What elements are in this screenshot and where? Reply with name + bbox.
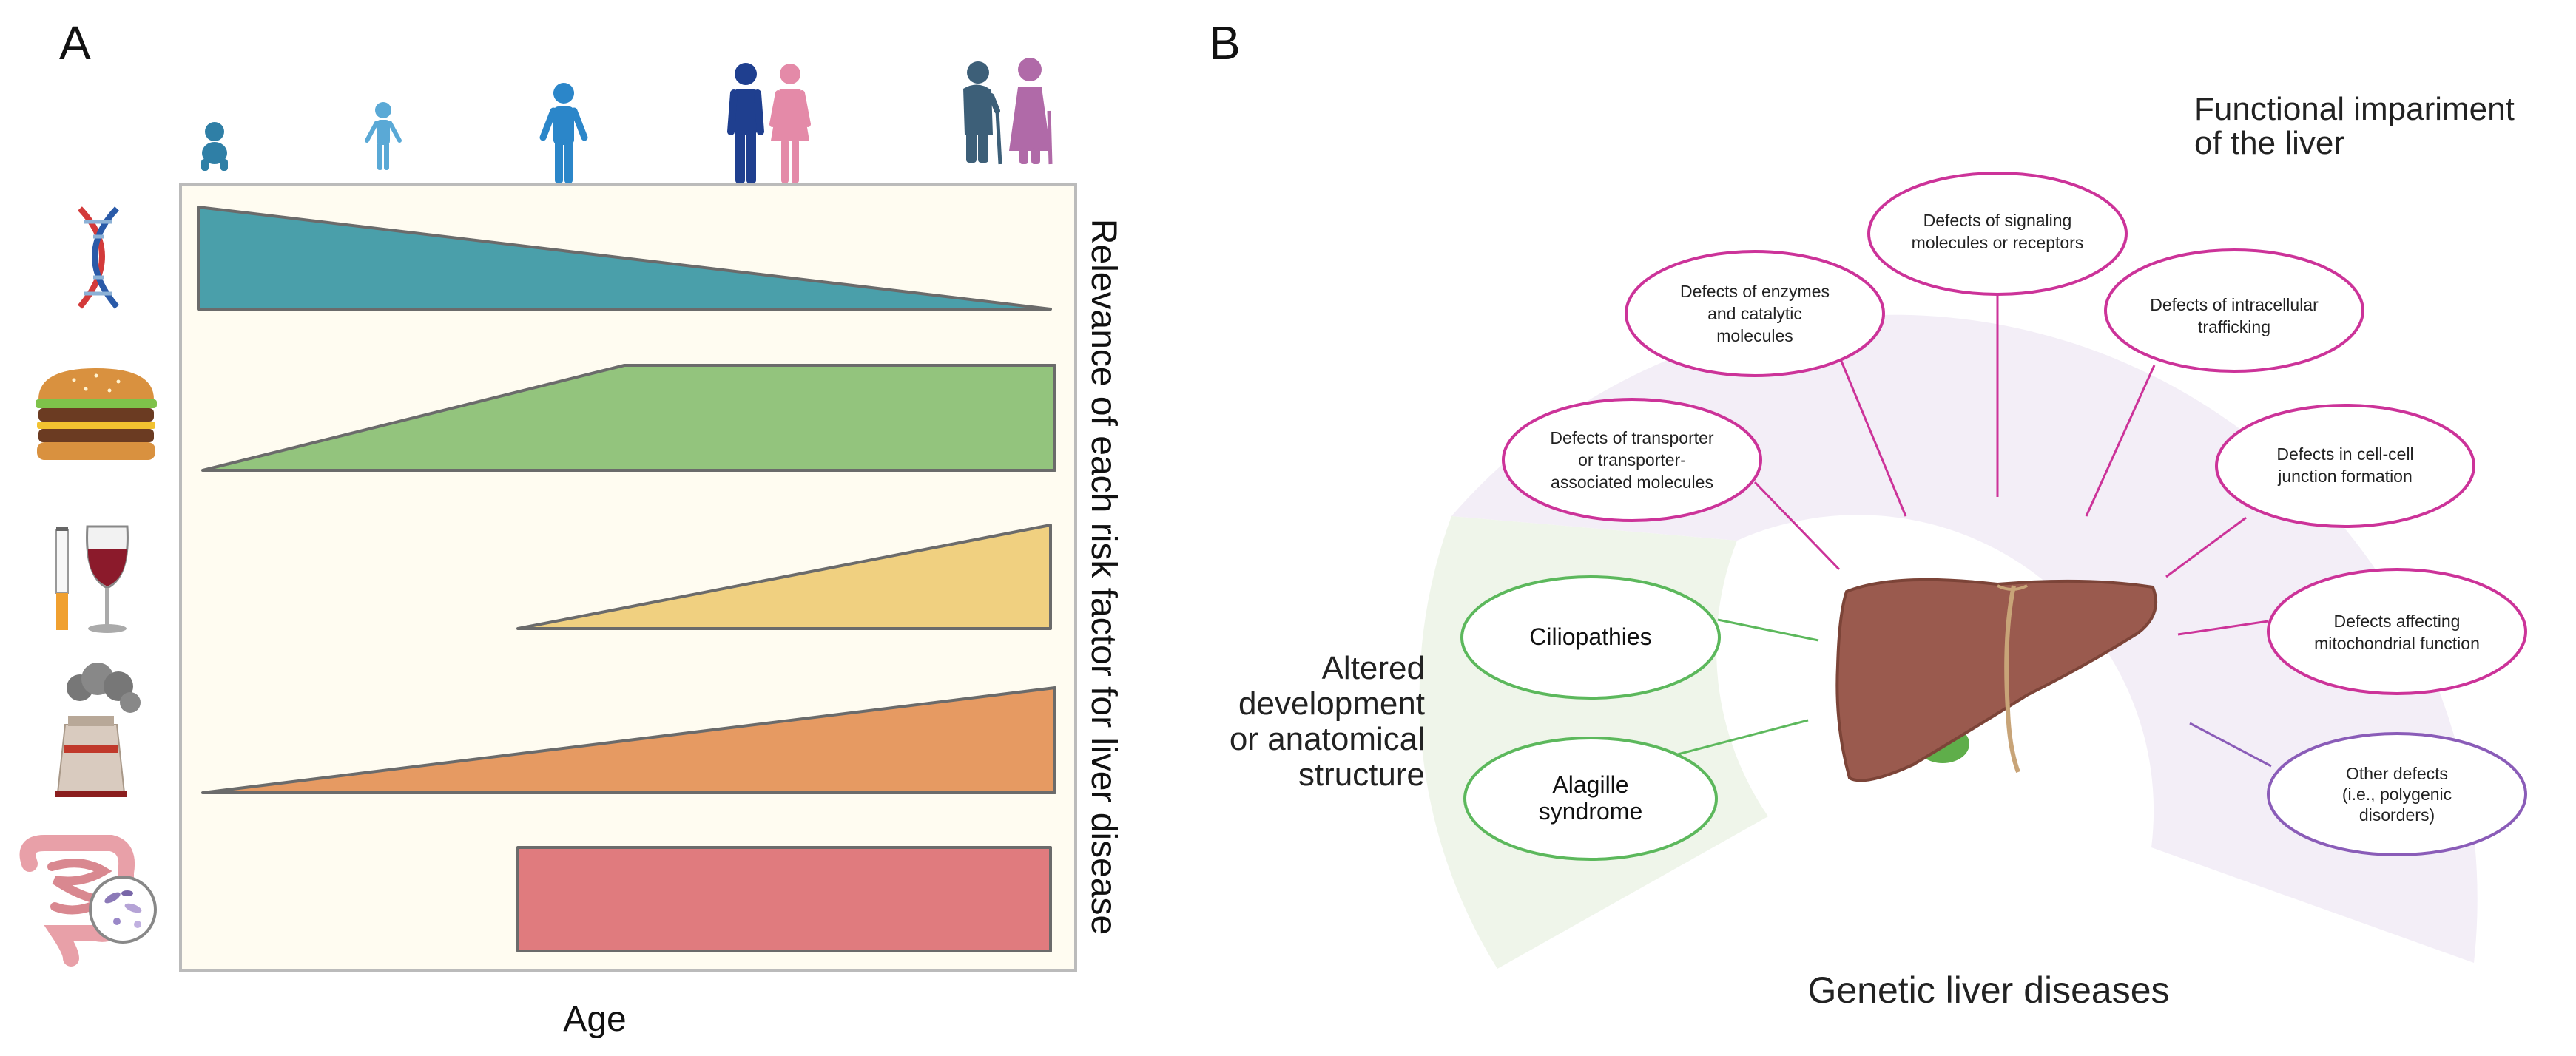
sector-left-label: Altered development or anatomical struct… bbox=[1230, 650, 1425, 793]
microbiome-risk-profile bbox=[516, 846, 1052, 952]
defect-transporter-line-2: or transporter- bbox=[1578, 450, 1686, 470]
y-axis-label: Relevance of each risk factor for liver … bbox=[1084, 219, 1123, 935]
sector-left-label-line-4: structure bbox=[1298, 757, 1425, 793]
sector-top-label: Functional impariment of the liver bbox=[2194, 91, 2515, 161]
panel-b: B Defects of transporter bbox=[1209, 16, 2527, 1011]
defect-trafficking: Defects of intracellular trafficking bbox=[2104, 248, 2364, 373]
defect-alagille-line-1: Alagille bbox=[1552, 771, 1628, 798]
adolescent-icon bbox=[539, 83, 588, 183]
diet-risk-profile bbox=[201, 364, 1056, 472]
defect-transporter: Defects of transporter or transporter- a… bbox=[1502, 398, 1762, 522]
defect-transporter-line-1: Defects of transporter bbox=[1550, 428, 1713, 447]
defect-cell-junction-line-1: Defects in cell-cell bbox=[2276, 444, 2413, 464]
functional-defects: Defects of transporter or transporter- a… bbox=[1502, 172, 2527, 695]
sector-top-label-line-1: Functional impariment bbox=[2194, 91, 2515, 127]
defect-signaling-line-1: Defects of signaling bbox=[1923, 211, 2072, 230]
factory-pollution-icon bbox=[55, 663, 141, 797]
sector-left-label-line-2: development bbox=[1238, 686, 1425, 722]
connector-lines bbox=[1677, 294, 2272, 768]
dna-icon bbox=[77, 206, 120, 309]
sector-top-label-line-2: of the liver bbox=[2194, 125, 2344, 161]
defect-cell-junction: Defects in cell-cell junction formation bbox=[2215, 404, 2475, 528]
defect-alagille-line-2: syndrome bbox=[1539, 798, 1643, 825]
defect-alagille: Alagille syndrome bbox=[1463, 737, 1718, 861]
gut-microbiome-icon bbox=[19, 835, 157, 967]
genetic-risk-profile bbox=[197, 206, 1052, 311]
defect-mitochondrial-line-2: mitochondrial function bbox=[2314, 634, 2480, 653]
panel-b-title: Genetic liver diseases bbox=[1807, 969, 2169, 1011]
burger-icon bbox=[36, 368, 157, 460]
risk-profiles bbox=[197, 206, 1056, 952]
defect-mitochondrial: Defects affecting mitochondrial function bbox=[2267, 568, 2527, 695]
x-axis-label: Age bbox=[563, 1000, 626, 1039]
child-icon bbox=[365, 102, 402, 170]
sector-left-label-line-1: Altered bbox=[1322, 650, 1425, 686]
elderly-couple-icon bbox=[963, 58, 1053, 165]
environmental-risk-profile bbox=[201, 686, 1056, 794]
infant-icon bbox=[201, 122, 228, 171]
defect-enzymes-line-3: molecules bbox=[1716, 326, 1793, 345]
panel-a-label: A bbox=[59, 16, 91, 70]
defect-other-line-3: disorders) bbox=[2359, 805, 2435, 825]
alcohol-smoking-risk-profile bbox=[516, 524, 1052, 630]
defect-other-line-1: Other defects bbox=[2346, 764, 2448, 783]
defect-signaling-line-2: molecules or receptors bbox=[1912, 233, 2084, 252]
defect-enzymes: Defects of enzymes and catalytic molecul… bbox=[1625, 250, 1885, 377]
developmental-defects: Ciliopathies Alagille syndrome bbox=[1460, 575, 1721, 861]
defect-cell-junction-line-2: junction formation bbox=[2277, 467, 2413, 486]
panel-b-label: B bbox=[1209, 16, 1241, 70]
defect-enzymes-line-2: and catalytic bbox=[1707, 304, 1802, 323]
defect-other-line-2: (i.e., polygenic bbox=[2342, 785, 2452, 804]
cigarette-wine-icon bbox=[55, 525, 129, 633]
sector-left-label-line-3: or anatomical bbox=[1230, 721, 1425, 757]
defect-trafficking-line-1: Defects of intracellular bbox=[2150, 295, 2319, 314]
defect-ciliopathies-label: Ciliopathies bbox=[1529, 623, 1651, 650]
defect-trafficking-line-2: trafficking bbox=[2198, 317, 2270, 336]
defect-enzymes-line-1: Defects of enzymes bbox=[1680, 282, 1830, 301]
defect-other: Other defects (i.e., polygenic disorders… bbox=[2267, 732, 2527, 856]
defect-ciliopathies: Ciliopathies bbox=[1460, 575, 1721, 700]
defect-signaling: Defects of signaling molecules or recept… bbox=[1867, 172, 2128, 296]
liver-illustration bbox=[1835, 578, 2157, 782]
adult-couple-icon bbox=[727, 63, 811, 183]
defect-transporter-line-3: associated molecules bbox=[1551, 473, 1713, 492]
defect-mitochondrial-line-1: Defects affecting bbox=[2334, 612, 2461, 631]
panel-a: A bbox=[19, 16, 1123, 1039]
